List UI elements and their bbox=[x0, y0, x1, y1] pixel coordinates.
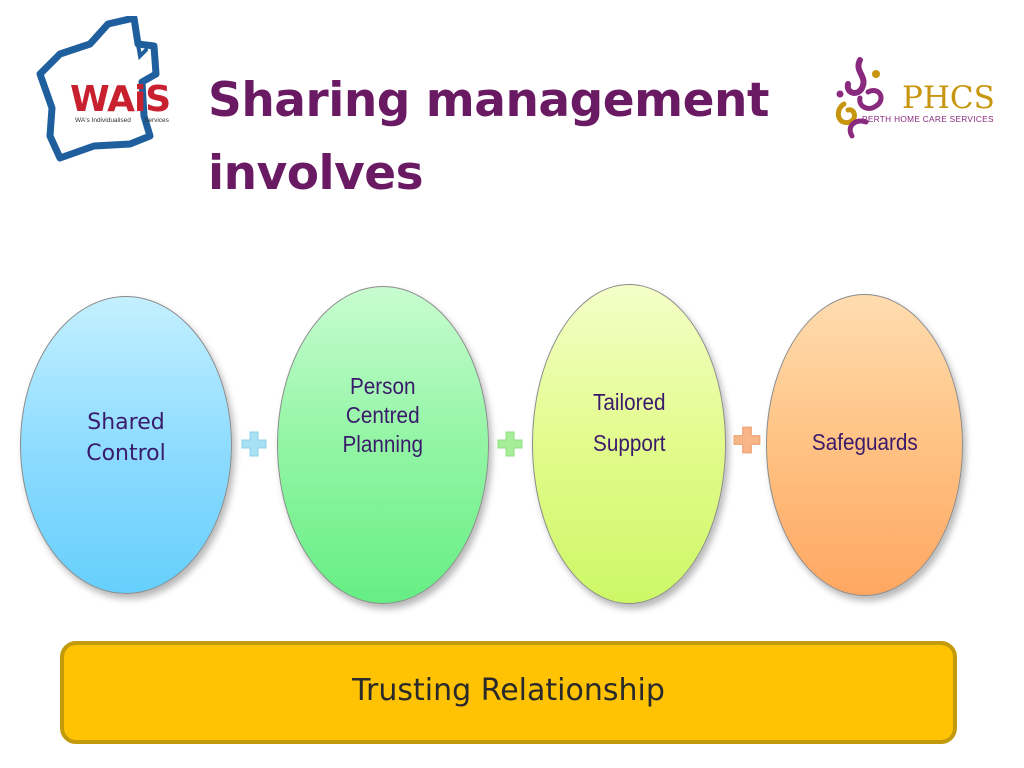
title-line-1: Sharing management bbox=[208, 73, 769, 128]
person-centred-planning-label: Person Centred Planning bbox=[342, 372, 424, 457]
trusting-relationship-bar: Trusting Relationship bbox=[60, 641, 957, 744]
title-line-2: involves bbox=[208, 146, 424, 201]
wais-wordmark: WAiS bbox=[70, 79, 170, 120]
wais-tagline-left: WA's Individualised bbox=[75, 117, 131, 124]
wa-map-outline bbox=[36, 16, 160, 162]
wais-tagline-right: Services bbox=[144, 117, 170, 124]
shared-control-label: Shared Control bbox=[86, 410, 166, 466]
oval-person-centred-planning: Person Centred Planning bbox=[277, 286, 489, 604]
tailored-support-label: Tailored Support bbox=[592, 389, 666, 456]
page-title: Sharing management involves bbox=[208, 64, 808, 210]
phcs-swirl-icon bbox=[835, 57, 884, 139]
trusting-relationship-label: Trusting Relationship bbox=[352, 673, 665, 708]
phcs-wordmark: PHCS bbox=[902, 80, 995, 116]
wa-map-arrow bbox=[132, 20, 148, 61]
oval-tailored-support: Tailored Support bbox=[532, 284, 726, 604]
phcs-tagline: PERTH HOME CARE SERVICES bbox=[862, 114, 994, 124]
phcs-logo: PHCS PERTH HOME CARE SERVICES bbox=[835, 57, 995, 139]
plus-icon bbox=[241, 431, 267, 457]
wais-logo: WAiS WA's Individualised Services bbox=[36, 16, 171, 162]
plus-icon bbox=[733, 426, 761, 454]
oval-shared-control: Shared Control bbox=[20, 296, 232, 594]
oval-safeguards: Safeguards bbox=[766, 294, 963, 596]
safeguards-label: Safeguards bbox=[811, 428, 918, 455]
plus-icon bbox=[497, 431, 523, 457]
